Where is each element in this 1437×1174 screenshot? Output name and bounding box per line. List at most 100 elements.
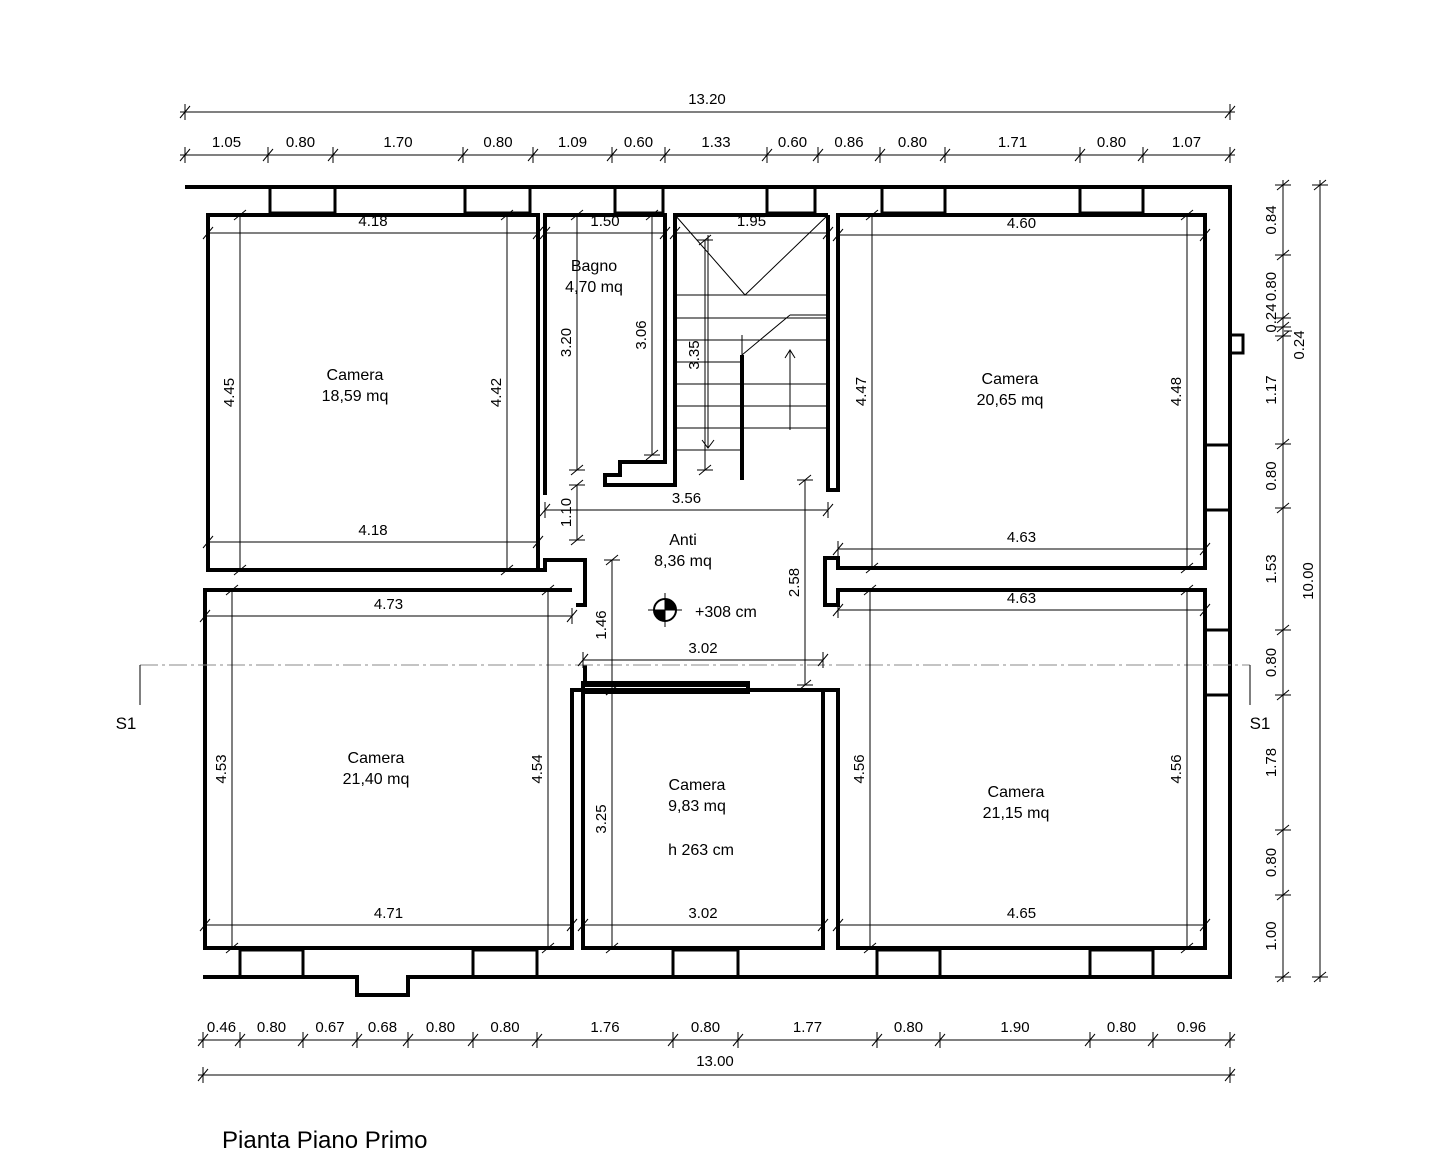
room-area: 21,40 mq	[343, 771, 410, 788]
dimension-value: 0.80	[257, 1019, 286, 1036]
dimension-tick	[1275, 321, 1291, 333]
dimension-tick	[1275, 179, 1291, 191]
dimension-tick	[669, 225, 681, 241]
dimension-tick	[1275, 502, 1291, 514]
dimension-tick	[569, 534, 585, 546]
dimension-tick	[197, 1032, 209, 1048]
walls	[185, 185, 1245, 997]
dimension-tick	[569, 479, 585, 491]
room-name: Anti	[669, 532, 697, 549]
window	[471, 948, 539, 979]
dimension-value: 0.46	[207, 1019, 236, 1036]
dimension-tick	[604, 942, 620, 954]
dimension-tick	[1199, 602, 1211, 618]
drawing-title: Pianta Piano Primo	[222, 1127, 427, 1154]
dimension-tick	[697, 234, 713, 246]
dimension-value: 3.56	[672, 490, 701, 507]
window	[880, 185, 947, 215]
dimension-tick	[1224, 147, 1236, 163]
dimension-tick	[862, 942, 878, 954]
room-name: Camera	[988, 784, 1045, 801]
dimension-tick	[1275, 824, 1291, 836]
dimension-tick	[232, 564, 248, 576]
dimension-tick	[864, 562, 880, 574]
dimension-tick	[659, 147, 671, 163]
dimension-value: 4.54	[529, 754, 546, 783]
dimension-value: 4.63	[1007, 590, 1036, 607]
dimension-line	[198, 1039, 1235, 1076]
dimension-tick	[1275, 438, 1291, 450]
dimension-tick	[1179, 209, 1195, 221]
dimension-value: 0.80	[691, 1019, 720, 1036]
dimension-tick	[817, 917, 829, 933]
dimension-tick	[569, 209, 585, 221]
dimension-tick	[532, 534, 544, 550]
dimension-value: 0.60	[778, 134, 807, 151]
dimension-value: 4.48	[1168, 377, 1185, 406]
dimension-tick	[577, 652, 589, 668]
dimension-value: 0.24	[1263, 303, 1280, 332]
window	[1078, 185, 1145, 215]
dimension-value: 0.80	[1263, 272, 1280, 301]
dimension-tick	[1199, 227, 1211, 243]
dimension-value: 3.35	[686, 340, 703, 369]
dimension-tick	[402, 1032, 414, 1048]
dimension-value: 1.95	[737, 213, 766, 230]
dimension-tick	[1224, 104, 1236, 120]
section-label: S1	[1250, 714, 1271, 733]
chimney-flue	[1228, 333, 1245, 355]
room-area: 4,70 mq	[565, 279, 623, 296]
dimension-value: 0.80	[490, 1019, 519, 1036]
dimension-value: 1.00	[1263, 921, 1280, 950]
dimension-value: 1.50	[590, 213, 619, 230]
dimension-tick	[871, 1032, 883, 1048]
dimension-value: 1.09	[558, 134, 587, 151]
dimension-total: 13.20	[688, 91, 726, 108]
dimension-tick	[1312, 179, 1328, 191]
room-name: Camera	[669, 777, 726, 794]
dimension-value: 2.58	[786, 568, 803, 597]
dimension-tick	[874, 147, 886, 163]
dimension-value: 4.73	[374, 596, 403, 613]
dimension-line	[1282, 180, 1321, 982]
dimension-tick	[1275, 330, 1291, 342]
dimension-value: 1.46	[593, 610, 610, 639]
dimension-tick	[179, 104, 191, 120]
dimension-tick	[864, 209, 880, 221]
dimension-tick	[1275, 624, 1291, 636]
dimension-tick	[1275, 249, 1291, 261]
dimension-value: 0.80	[898, 134, 927, 151]
dimension-tick	[939, 147, 951, 163]
dimension-tick	[499, 564, 515, 576]
dimension-tick	[1224, 1067, 1236, 1083]
dimension-value: 0.86	[834, 134, 863, 151]
section-label: S1	[116, 714, 137, 733]
dimension-tick	[202, 225, 214, 241]
dimension-value: 3.25	[593, 804, 610, 833]
dimension-line	[180, 111, 1235, 156]
dimension-tick	[604, 554, 620, 566]
room-name: Bagno	[571, 258, 617, 275]
dimension-tick	[351, 1032, 363, 1048]
dimension-tick	[199, 608, 211, 624]
window	[238, 948, 305, 979]
dimension-tick	[606, 147, 618, 163]
dimension-tick	[539, 502, 551, 518]
dimension-value: 0.80	[426, 1019, 455, 1036]
dimension-tick	[457, 147, 469, 163]
dimension-tick	[499, 209, 515, 221]
dimension-value: 4.45	[221, 378, 238, 407]
dimension-total: 10.00	[1300, 562, 1317, 600]
dimension-tick	[822, 225, 834, 241]
dimension-total: 13.00	[696, 1053, 734, 1070]
dimension-tick	[1179, 562, 1195, 574]
dimension-tick	[1179, 942, 1195, 954]
dimension-value: 1.71	[998, 134, 1027, 151]
dimension-value: 3.06	[633, 320, 650, 349]
dimension-tick	[566, 917, 578, 933]
dimension-tick	[1199, 917, 1211, 933]
dimension-tick	[1275, 312, 1291, 324]
window	[268, 185, 337, 215]
dimension-tick	[822, 502, 834, 518]
